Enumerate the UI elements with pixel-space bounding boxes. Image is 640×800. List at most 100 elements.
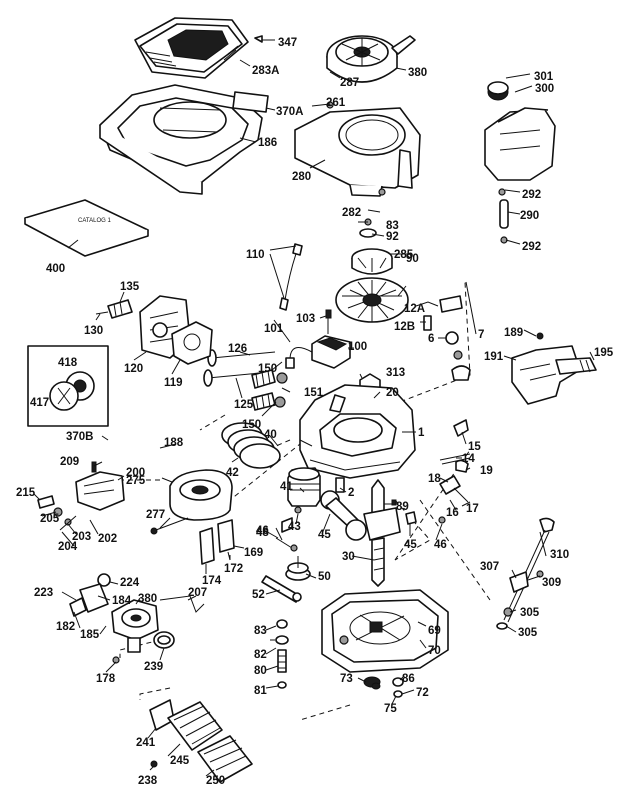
fuel-tank-300 <box>484 81 556 181</box>
part-label-215: 215 <box>16 487 36 499</box>
part-label-48: 48 <box>256 527 269 539</box>
part-label-186: 186 <box>258 137 277 149</box>
part-label-45-right: 45 <box>404 539 417 551</box>
part-label-40: 40 <box>264 429 277 441</box>
part-label-305-bottom: 305 <box>518 627 538 639</box>
decal-370A <box>232 91 269 113</box>
part-label-418: 418 <box>58 357 78 369</box>
part-label-52: 52 <box>252 589 265 601</box>
part-label-261: 261 <box>326 97 346 109</box>
part-label-300: 300 <box>535 83 554 95</box>
part-label-185: 185 <box>80 629 100 641</box>
part-label-69: 69 <box>428 625 441 637</box>
part-label-30: 30 <box>342 551 355 563</box>
part-label-169: 169 <box>244 547 263 559</box>
part-label-92: 92 <box>386 231 399 243</box>
part-label-83-bottom: 83 <box>254 625 267 637</box>
part-label-204: 204 <box>58 541 78 553</box>
part-label-224: 224 <box>120 577 140 589</box>
connecting-rod-45 <box>320 490 367 541</box>
filter-cover-400: CATALOG 1 <box>24 199 149 257</box>
part-label-45-rod: 45 <box>318 529 331 541</box>
part-label-6: 6 <box>428 333 434 345</box>
part-label-14: 14 <box>462 453 475 465</box>
part-label-370A: 370A <box>276 106 304 118</box>
bottom-parts-73-75 <box>363 676 404 698</box>
part-label-172: 172 <box>224 563 243 575</box>
bracket-191 <box>511 332 597 405</box>
part-label-207: 207 <box>188 587 207 599</box>
part-label-282: 282 <box>342 207 361 219</box>
part-label-209: 209 <box>60 456 79 468</box>
ignition-module-100 <box>285 335 351 369</box>
part-label-151: 151 <box>304 387 324 399</box>
breather-box-418 <box>27 345 109 427</box>
part-label-90: 90 <box>406 253 419 265</box>
carburetor-200 <box>37 461 125 511</box>
part-label-189: 189 <box>504 327 523 339</box>
part-label-42: 42 <box>226 467 239 479</box>
part-label-203: 203 <box>72 531 91 543</box>
valve-springs-150 <box>251 369 288 411</box>
part-label-380-carb: 380 <box>138 593 157 605</box>
part-label-100: 100 <box>348 341 367 353</box>
part-label-19: 19 <box>480 465 493 477</box>
governor-link-207 <box>159 595 205 613</box>
part-label-290: 290 <box>520 210 539 222</box>
small-parts-205 <box>53 507 77 531</box>
part-label-347: 347 <box>278 37 297 49</box>
part-label-16: 16 <box>446 507 459 519</box>
part-label-12B: 12B <box>394 321 415 333</box>
intake-seal-239 <box>153 631 175 649</box>
part-label-400: 400 <box>46 263 65 275</box>
fan-housing-280 <box>294 101 421 197</box>
part-label-41: 41 <box>280 481 293 493</box>
sump-base-69 <box>321 589 449 673</box>
air-filter-parts-241-250 <box>149 699 253 783</box>
cylinder-block-1 <box>299 384 416 493</box>
part-label-292-bottom: 292 <box>522 241 541 253</box>
brake-parts-12A <box>423 295 471 381</box>
part-label-120: 120 <box>124 363 143 375</box>
part-label-275: 275 <box>126 475 146 487</box>
part-labels: 347 283A 380 287 301 300 261 370A 186 28… <box>16 37 614 787</box>
part-label-188: 188 <box>164 437 184 449</box>
head-gasket-119 <box>171 321 213 365</box>
assembly-guide-lines <box>118 281 491 721</box>
part-label-130: 130 <box>84 325 103 337</box>
brake-parts-14-19 <box>438 419 471 524</box>
part-label-46-left: 46 <box>256 525 269 537</box>
part-label-305-top: 305 <box>520 607 540 619</box>
part-label-200: 200 <box>126 467 145 479</box>
small-part-178 <box>112 656 120 664</box>
part-label-15: 15 <box>468 441 481 453</box>
fuel-line-290 <box>498 188 509 244</box>
part-label-83-top: 83 <box>386 220 399 232</box>
recoil-starter-380 <box>326 35 416 83</box>
ignition-wire-110 <box>279 243 303 311</box>
part-label-250: 250 <box>206 775 225 787</box>
shroud-grille-283A <box>134 17 263 79</box>
part-label-17: 17 <box>466 503 479 515</box>
part-label-280: 280 <box>292 171 311 183</box>
part-label-184: 184 <box>112 595 132 607</box>
part-label-150-top: 150 <box>258 363 277 375</box>
part-label-191: 191 <box>484 351 504 363</box>
part-label-245: 245 <box>170 755 190 767</box>
part-label-103: 103 <box>296 313 315 325</box>
part-label-238: 238 <box>138 775 158 787</box>
leader-lines <box>33 39 595 777</box>
part-label-417: 417 <box>30 397 49 409</box>
part-label-309: 309 <box>542 577 561 589</box>
part-label-1: 1 <box>418 427 425 439</box>
part-label-75: 75 <box>384 703 397 715</box>
blower-housing-186 <box>99 84 263 195</box>
part-label-125: 125 <box>234 399 254 411</box>
piston-rings-42 <box>221 422 281 469</box>
rod-52 <box>261 575 302 603</box>
piston-41 <box>287 467 321 507</box>
part-label-285: 285 <box>394 249 414 261</box>
part-label-126: 126 <box>228 343 247 355</box>
part-label-46-right: 46 <box>434 539 447 551</box>
